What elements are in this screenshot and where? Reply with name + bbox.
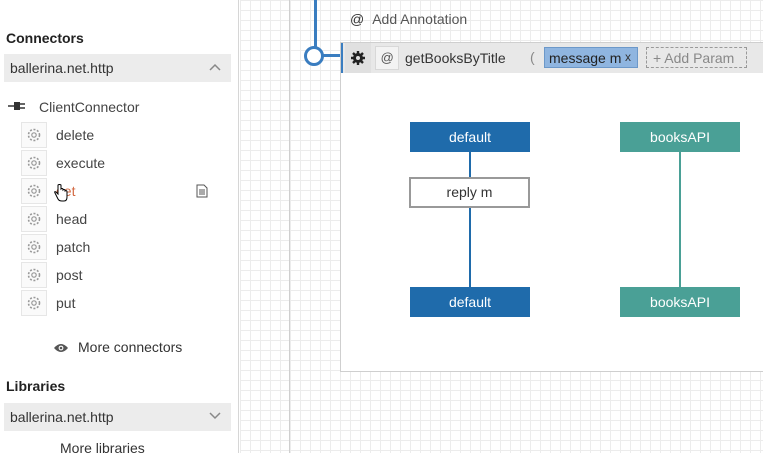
action-label: put	[56, 295, 76, 311]
param-open-paren: (	[530, 49, 535, 65]
at-symbol: @	[350, 11, 365, 27]
add-param-button[interactable]: + Add Param	[646, 47, 747, 68]
action-label: post	[56, 267, 83, 283]
action-delete[interactable]: delete	[21, 122, 231, 148]
books-lifeline	[679, 152, 681, 287]
action-head[interactable]: head	[21, 206, 231, 232]
libraries-package-select[interactable]: ballerina.net.http	[4, 403, 231, 431]
gear-icon	[21, 262, 47, 288]
annotation-toggle-button[interactable]: @	[375, 46, 399, 70]
settings-gear-icon[interactable]	[345, 43, 371, 73]
document-icon[interactable]	[196, 184, 208, 203]
action-post[interactable]: post	[21, 262, 231, 288]
action-label: head	[56, 211, 88, 227]
reply-statement[interactable]: reply m	[409, 177, 530, 208]
service-connector-line	[314, 0, 317, 57]
add-annotation-label: Add Annotation	[372, 11, 468, 27]
action-label: execute	[56, 155, 106, 171]
connectors-package-select[interactable]: ballerina.net.http	[4, 54, 231, 82]
gear-icon	[21, 178, 47, 204]
add-annotation-button[interactable]: @ Add Annotation	[350, 11, 467, 27]
gear-icon	[21, 122, 47, 148]
resource-connector-line	[314, 54, 342, 57]
remove-param-icon[interactable]: x	[625, 50, 631, 64]
gear-icon	[21, 234, 47, 260]
connector-label: ClientConnector	[39, 99, 140, 115]
gear-icon	[21, 206, 47, 232]
gear-icon	[21, 150, 47, 176]
gear-icon	[21, 290, 47, 316]
canvas-divider	[289, 0, 290, 453]
libraries-package-label: ballerina.net.http	[10, 409, 114, 425]
connectors-title: Connectors	[6, 30, 84, 46]
action-label: delete	[56, 127, 95, 143]
default-lifeline	[469, 152, 471, 287]
chevron-up-icon[interactable]	[209, 60, 221, 74]
resource-name[interactable]: getBooksByTitle	[405, 50, 506, 66]
action-execute[interactable]: execute	[21, 150, 231, 176]
action-get[interactable]: get	[21, 178, 231, 204]
more-connectors-label: More connectors	[78, 339, 183, 355]
default-worker-top[interactable]: default	[410, 122, 530, 152]
connector-client[interactable]: ClientConnector	[5, 96, 230, 118]
libraries-title: Libraries	[6, 378, 66, 394]
tool-palette: Connectors ballerina.net.http ClientConn…	[0, 0, 239, 453]
chevron-down-icon[interactable]	[209, 409, 221, 423]
design-canvas[interactable]: @ Add Annotation @ getBooksByTitle ( mess…	[240, 0, 763, 453]
resource-definition: @ getBooksByTitle ( message m x + Add Pa…	[340, 42, 763, 372]
resource-header: @ getBooksByTitle ( message m x + Add Pa…	[341, 43, 763, 73]
action-put[interactable]: put	[21, 290, 231, 316]
parameter-chip[interactable]: message m x	[544, 47, 638, 68]
action-label: patch	[56, 239, 91, 255]
action-patch[interactable]: patch	[21, 234, 231, 260]
more-libraries-link[interactable]: More libraries	[60, 440, 145, 453]
parameter-label: message m	[549, 50, 622, 66]
plug-icon	[7, 99, 27, 115]
hand-cursor-icon	[54, 184, 68, 207]
eye-icon	[53, 341, 69, 357]
resource-node-circle	[304, 46, 324, 66]
books-endpoint-bottom[interactable]: booksAPI	[620, 287, 740, 317]
connectors-package-label: ballerina.net.http	[10, 60, 114, 76]
books-endpoint-top[interactable]: booksAPI	[620, 122, 740, 152]
default-worker-bottom[interactable]: default	[410, 287, 530, 317]
